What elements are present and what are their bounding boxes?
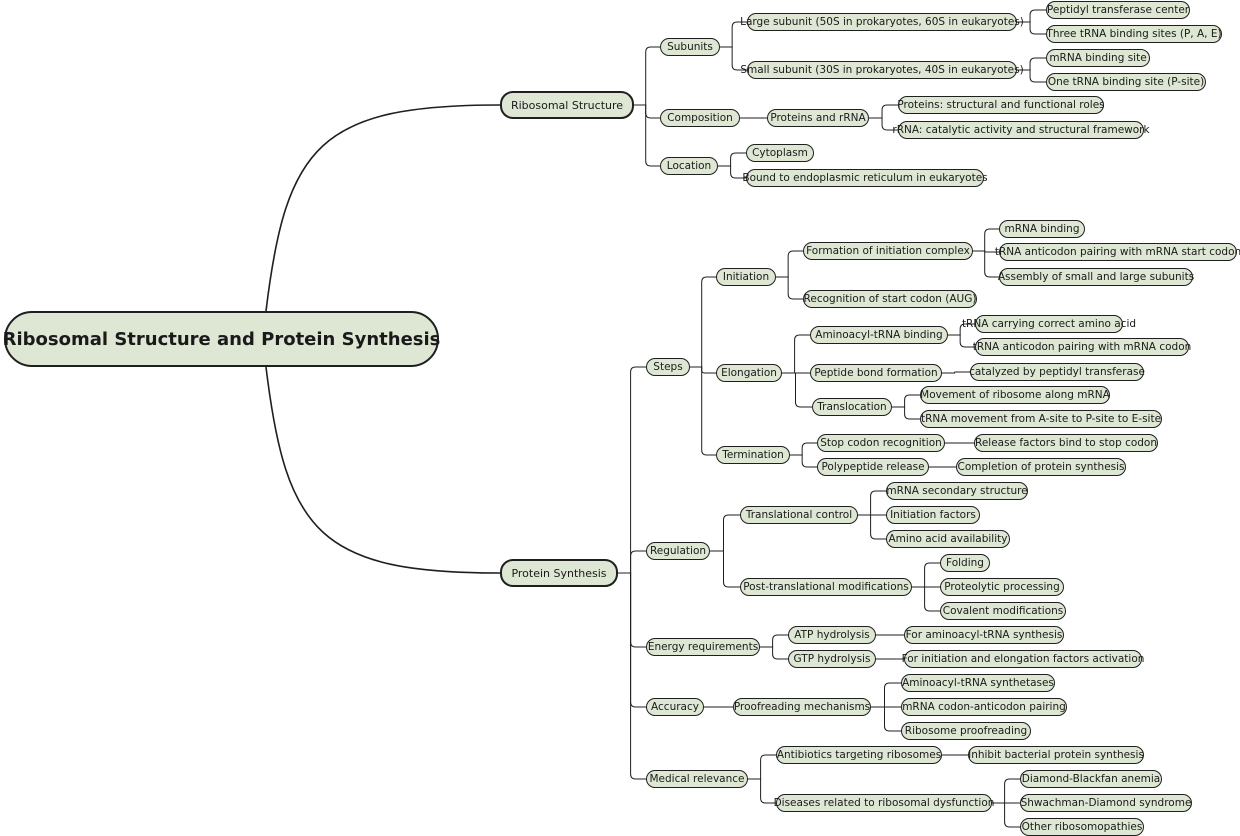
topic-post-translational[interactable]: Post-translational modifications <box>740 578 912 596</box>
leaf-proteins-roles[interactable]: Proteins: structural and functional role… <box>897 96 1105 114</box>
leaf-other-ribosomopathies[interactable]: Other ribosomopathies <box>1020 818 1144 836</box>
topic-aminoacyl-trna-binding[interactable]: Aminoacyl-tRNA binding <box>810 326 948 344</box>
topic-polypeptide-release[interactable]: Polypeptide release <box>817 458 929 476</box>
topic-protein-synthesis[interactable]: Protein Synthesis <box>500 559 618 587</box>
leaf-assembly-subunits[interactable]: Assembly of small and large subunits <box>998 268 1194 286</box>
leaf-bound-to-er[interactable]: Bound to endoplasmic reticulum in eukary… <box>742 169 988 187</box>
topic-small-subunit[interactable]: Small subunit (30S in prokaryotes, 40S i… <box>740 61 1024 79</box>
leaf-shwachman-diamond[interactable]: Shwachman-Diamond syndrome <box>1020 794 1192 812</box>
topic-gtp-hydrolysis[interactable]: GTP hydrolysis <box>788 650 876 668</box>
leaf-initiation-factors[interactable]: Initiation factors <box>886 506 980 524</box>
topic-atp-hydrolysis[interactable]: ATP hydrolysis <box>788 626 876 644</box>
topic-initiation[interactable]: Initiation <box>716 268 776 286</box>
topic-termination[interactable]: Termination <box>716 446 790 464</box>
topic-translational-control[interactable]: Translational control <box>740 506 858 524</box>
leaf-inhibit-bacterial-synthesis[interactable]: Inhibit bacterial protein synthesis <box>968 746 1144 764</box>
topic-antibiotics[interactable]: Antibiotics targeting ribosomes <box>776 746 942 764</box>
topic-proteins-and-rrna[interactable]: Proteins and rRNA <box>767 109 869 127</box>
leaf-mrna-secondary-structure[interactable]: mRNA secondary structure <box>886 482 1028 500</box>
leaf-aminoacyl-trna-synthetases[interactable]: Aminoacyl-tRNA synthetases <box>901 674 1055 692</box>
leaf-peptidyl-transferase-center[interactable]: Peptidyl transferase center <box>1046 1 1190 19</box>
topic-energy-requirements[interactable]: Energy requirements <box>646 638 760 656</box>
topic-regulation[interactable]: Regulation <box>646 542 710 560</box>
topic-location[interactable]: Location <box>660 157 718 175</box>
topic-composition[interactable]: Composition <box>660 109 740 127</box>
leaf-three-trna-sites[interactable]: Three tRNA binding sites (P, A, E) <box>1046 25 1222 43</box>
topic-subunits[interactable]: Subunits <box>660 38 720 56</box>
leaf-factors-activation[interactable]: For initiation and elongation factors ac… <box>902 650 1144 668</box>
leaf-peptidyl-transferase[interactable]: catalyzed by peptidyl transferase <box>969 363 1145 381</box>
leaf-mrna-binding[interactable]: mRNA binding <box>999 220 1085 238</box>
leaf-rrna-activity[interactable]: rRNA: catalytic activity and structural … <box>892 121 1150 139</box>
topic-proofreading-mechanisms[interactable]: Proofreading mechanisms <box>733 698 871 716</box>
topic-ribosomal-structure[interactable]: Ribosomal Structure <box>500 91 634 119</box>
leaf-amino-acid-availability[interactable]: Amino acid availability <box>886 530 1010 548</box>
leaf-release-factors[interactable]: Release factors bind to stop codon <box>974 434 1158 452</box>
leaf-mrna-binding-site[interactable]: mRNA binding site <box>1046 49 1150 67</box>
leaf-trna-codon-pairing[interactable]: tRNA anticodon pairing with mRNA codon <box>973 338 1191 356</box>
leaf-trna-site-movement[interactable]: tRNA movement from A-site to P-site to E… <box>920 410 1162 428</box>
root-topic[interactable]: Ribosomal Structure and Protein Synthesi… <box>3 311 440 367</box>
topic-initiation-complex[interactable]: Formation of initiation complex <box>803 242 973 260</box>
leaf-proteolytic-processing[interactable]: Proteolytic processing <box>940 578 1064 596</box>
leaf-codon-anticodon-pairing[interactable]: mRNA codon-anticodon pairing <box>901 698 1067 716</box>
topic-ribosomal-diseases[interactable]: Diseases related to ribosomal dysfunctio… <box>774 794 994 812</box>
topic-start-codon[interactable]: Recognition of start codon (AUG) <box>803 290 977 308</box>
topic-medical-relevance[interactable]: Medical relevance <box>646 770 748 788</box>
leaf-trna-start-codon[interactable]: tRNA anticodon pairing with mRNA start c… <box>995 243 1240 261</box>
topic-accuracy[interactable]: Accuracy <box>646 698 704 716</box>
leaf-cytoplasm[interactable]: Cytoplasm <box>746 144 814 162</box>
leaf-covalent-modifications[interactable]: Covalent modifications <box>940 602 1066 620</box>
leaf-one-trna-site[interactable]: One tRNA binding site (P-site) <box>1046 73 1206 91</box>
topic-stop-codon-recognition[interactable]: Stop codon recognition <box>817 434 945 452</box>
topic-peptide-bond[interactable]: Peptide bond formation <box>810 364 942 382</box>
topic-steps[interactable]: Steps <box>646 358 690 376</box>
topic-large-subunit[interactable]: Large subunit (50S in prokaryotes, 60S i… <box>740 13 1024 31</box>
leaf-ribosome-movement[interactable]: Movement of ribosome along mRNA <box>920 386 1110 404</box>
leaf-diamond-blackfan[interactable]: Diamond-Blackfan anemia <box>1020 770 1162 788</box>
leaf-trna-correct-amino-acid[interactable]: tRNA carrying correct amino acid <box>962 315 1136 333</box>
leaf-folding[interactable]: Folding <box>940 554 990 572</box>
leaf-completion-synthesis[interactable]: Completion of protein synthesis <box>956 458 1126 476</box>
leaf-ribosome-proofreading[interactable]: Ribosome proofreading <box>901 722 1031 740</box>
topic-translocation[interactable]: Translocation <box>812 398 892 416</box>
leaf-aminoacyl-trna-synthesis[interactable]: For aminoacyl-tRNA synthesis <box>904 626 1064 644</box>
topic-elongation[interactable]: Elongation <box>716 364 782 382</box>
